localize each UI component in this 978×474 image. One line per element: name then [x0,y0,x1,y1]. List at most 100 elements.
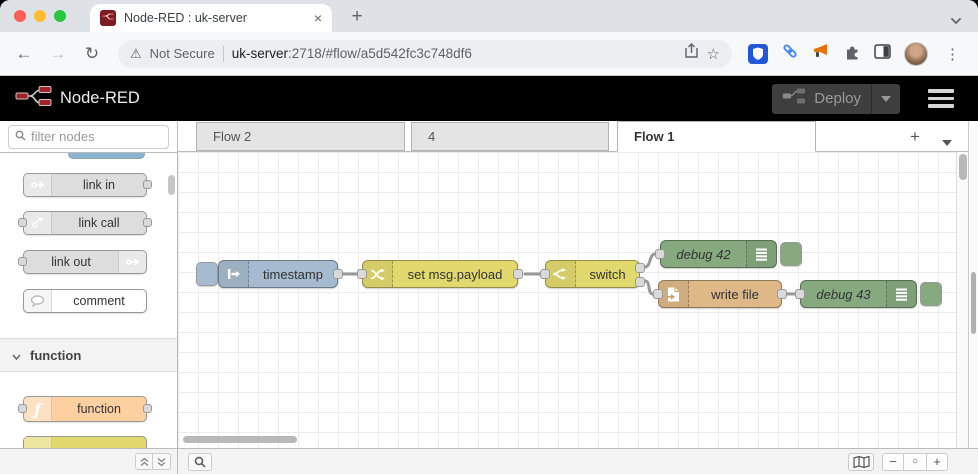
node-debug-42[interactable]: debug 42 [655,240,777,268]
debug-toggle-button[interactable] [920,282,942,306]
zoom-out-button[interactable]: − [882,452,904,471]
megaphone-extension-icon[interactable] [812,43,830,64]
chevron-down-icon [12,348,21,363]
link-extension-icon[interactable] [781,42,799,65]
node-label: set msg.payload [407,266,503,282]
expand-categories-button[interactable] [153,453,171,470]
address-bar[interactable]: ⚠ Not Secure uk-server:2718/#flow/a5d542… [118,39,732,68]
filter-nodes-box[interactable] [8,124,169,149]
palette-node-comment[interactable]: comment [23,289,147,313]
input-port[interactable] [653,289,663,299]
browser-menu-icon[interactable]: ⋮ [945,45,960,63]
deploy-label: Deploy [814,90,861,107]
debug-icon [886,281,916,307]
close-window-button[interactable] [14,10,26,22]
node-debug-43[interactable]: debug 43 [795,280,917,308]
filter-nodes-input[interactable] [31,129,162,144]
back-icon[interactable]: ← [15,43,33,63]
flow-tab-bar: Flow 2 4 Flow 1 + [178,121,968,152]
input-port[interactable] [655,249,665,259]
footer: − ○ + [0,448,978,474]
titlebar: Node-RED : uk-server × + [0,0,978,32]
inject-trigger-button[interactable] [196,262,218,286]
flow-tab-label: 4 [428,129,436,144]
tab-close-icon[interactable]: × [313,10,322,26]
node-inject-timestamp[interactable]: timestamp [218,260,343,288]
output-port-1[interactable] [635,263,645,273]
main-area: link in link call link out [0,121,978,448]
node-label: switch [589,266,626,282]
switch-icon [546,261,576,287]
canvas-vscrollbar[interactable] [956,152,968,448]
palette-node-label: link out [51,255,91,269]
wire[interactable] [643,279,655,296]
node-switch[interactable]: switch [540,260,645,288]
zoom-controls: − ○ + [882,452,948,471]
wire[interactable] [643,252,657,269]
flow-list-chevron-icon[interactable] [942,133,952,151]
canvas-hscrollbar-thumb[interactable] [183,436,297,443]
extension-area: ⋮ [744,41,968,66]
side-panel-icon[interactable] [874,43,891,64]
output-port [143,404,152,413]
reload-icon[interactable]: ↻ [84,43,100,63]
canvas-wrap: timestamp set msg.payload [178,152,968,448]
share-icon[interactable] [684,43,699,64]
output-port [143,218,152,227]
output-port-2[interactable] [635,277,645,287]
add-flow-button[interactable]: + [910,127,920,146]
flow-tab[interactable]: Flow 2 [196,122,405,151]
output-port[interactable] [333,269,343,279]
new-tab-button[interactable]: + [351,6,363,27]
palette-node-partial[interactable] [68,153,145,159]
canvas-search-button[interactable] [188,452,212,471]
warning-icon: ⚠ [130,45,142,61]
profile-avatar[interactable] [904,41,928,66]
palette-node-link-out[interactable]: link out [18,250,147,274]
flow-tab-active[interactable]: Flow 1 [617,121,816,152]
palette-node-function[interactable]: ƒ function [18,396,152,422]
minimize-window-button[interactable] [34,10,46,22]
palette-node-partial[interactable] [23,436,147,448]
navigator-map-button[interactable] [848,452,874,471]
window-scrollbar-thumb[interactable] [971,272,976,334]
debug-toggle-button[interactable] [780,242,802,266]
security-label: Not Secure [149,46,215,61]
bookmark-star-icon[interactable]: ☆ [706,45,720,63]
zoom-reset-button[interactable]: ○ [904,452,926,471]
file-icon [659,281,689,307]
output-port[interactable] [513,269,523,279]
bitwarden-extension-icon[interactable] [748,43,768,64]
output-port [143,180,152,189]
forward-icon[interactable]: → [49,43,67,63]
node-change-set-msg-payload[interactable]: set msg.payload [357,260,523,288]
extensions-puzzle-icon[interactable] [843,42,861,65]
workspace: Flow 2 4 Flow 1 + [178,121,968,448]
palette-footer [0,449,178,474]
node-write-file[interactable]: write file [653,280,787,308]
output-port[interactable] [777,289,787,299]
deploy-button[interactable]: Deploy [772,83,900,114]
flow-canvas[interactable]: timestamp set msg.payload [178,152,956,448]
flow-tab-label: Flow 1 [634,129,675,144]
function-icon: ƒ [24,397,52,421]
input-port[interactable] [357,269,367,279]
canvas-vscrollbar-thumb[interactable] [958,154,967,180]
flow-tab[interactable]: 4 [411,122,609,151]
deploy-options-chevron-icon[interactable] [871,83,900,114]
palette-node-link-in[interactable]: link in [23,173,152,197]
tab-strip-chevron-icon[interactable] [950,12,962,30]
collapse-categories-button[interactable] [135,453,153,470]
palette-scrollbar-thumb[interactable] [168,175,175,195]
link-call-icon [24,212,52,234]
zoom-in-button[interactable]: + [926,452,948,471]
input-port[interactable] [540,269,550,279]
palette-category-function[interactable]: function [0,338,177,372]
palette-node-link-call[interactable]: link call [18,211,152,235]
browser-tab[interactable]: Node-RED : uk-server × [90,4,332,32]
input-port[interactable] [795,289,805,299]
app-title: Node-RED [60,89,140,107]
fullscreen-window-button[interactable] [54,10,66,22]
main-menu-icon[interactable] [928,89,954,108]
